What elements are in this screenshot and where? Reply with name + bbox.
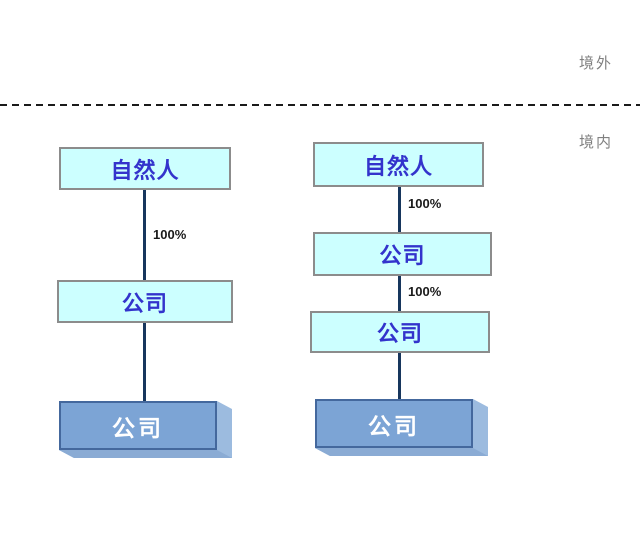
node-company-3d: 公司 [315,399,488,456]
node-natural-person: 自然人 [313,142,484,187]
connector-line [143,190,146,280]
box3d-front-face: 公司 [315,399,473,448]
ownership-label: 100% [408,196,442,211]
ownership-label: 100% [153,227,187,242]
box3d-front-face: 公司 [59,401,217,450]
node-company: 公司 [57,280,233,323]
box3d-bottom-face [59,450,232,458]
node-company: 公司 [313,232,492,276]
node-natural-person: 自然人 [59,147,231,190]
connector-line [398,276,401,311]
node-company-3d: 公司 [59,401,232,458]
node-company: 公司 [310,311,490,353]
connector-line [398,353,401,399]
ownership-label: 100% [408,284,442,299]
connector-line [398,187,401,232]
region-label-offshore: 境外 [579,55,614,72]
offshore-onshore-dashed-line [0,104,640,106]
box3d-bottom-face [315,448,488,456]
region-label-onshore: 境内 [579,134,614,151]
connector-line [143,323,146,401]
